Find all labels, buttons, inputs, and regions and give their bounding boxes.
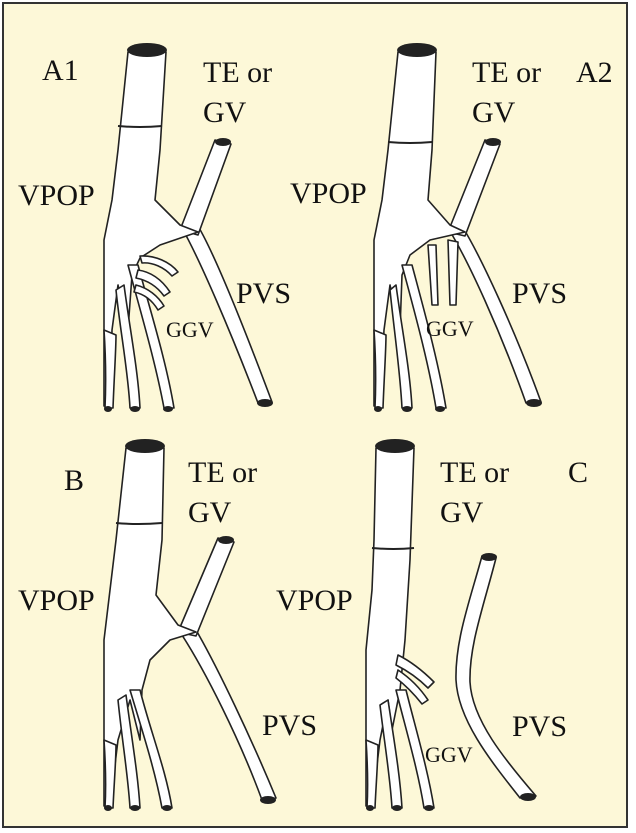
a2-ggv-branch-2 <box>448 240 458 305</box>
a2-te-label: TE or <box>472 56 541 89</box>
c-vpop-label: VPOP <box>276 584 353 617</box>
c-end-pvs <box>520 793 536 801</box>
c-end-2 <box>392 805 402 811</box>
a1-te-gv-vein <box>180 140 231 235</box>
a1-panel-label: A1 <box>42 54 79 87</box>
b-branch-1 <box>104 740 116 808</box>
c-pvs-label: PVS <box>512 710 567 743</box>
c-gv-label: GV <box>440 496 484 529</box>
c-branch-2 <box>380 700 402 808</box>
b-gv-label: GV <box>188 496 232 529</box>
c-pvs-top-cap <box>481 553 497 561</box>
panel-b <box>104 439 276 811</box>
c-top-cap <box>375 439 415 453</box>
a1-end-1 <box>104 406 112 412</box>
a2-gv-label: GV <box>472 96 516 129</box>
a1-pvs-label: PVS <box>236 277 291 310</box>
a2-end-2 <box>402 406 412 412</box>
a1-trunk-ring <box>118 126 162 127</box>
a2-te-gv-vein <box>448 140 500 236</box>
a2-ggv-branch-1 <box>428 245 438 305</box>
c-ggv-label: GGV <box>425 742 473 767</box>
a2-end-3 <box>435 406 445 412</box>
a1-te-cap <box>215 138 231 146</box>
panel-a1 <box>104 43 273 412</box>
a2-pvs-vein <box>448 226 541 403</box>
c-panel-label: C <box>568 456 588 489</box>
a2-te-cap <box>485 138 501 146</box>
a2-vpop-label: VPOP <box>290 177 367 210</box>
b-te-label: TE or <box>188 456 257 489</box>
b-te-gv-vein <box>178 538 234 636</box>
a1-end-2 <box>130 406 140 412</box>
a2-pvs-label: PVS <box>512 277 567 310</box>
a1-end-3 <box>163 406 173 412</box>
c-branch-1 <box>366 740 378 808</box>
a2-top-cap <box>397 43 437 57</box>
a2-panel-label: A2 <box>576 56 613 89</box>
b-pvs-label: PVS <box>262 709 317 742</box>
b-end-pvs <box>260 796 276 804</box>
c-end-3 <box>424 805 434 811</box>
a2-ggv-label: GGV <box>426 316 474 341</box>
c-end-1 <box>366 805 374 811</box>
a2-end-1 <box>374 406 382 412</box>
b-trunk-ring <box>116 523 162 524</box>
a1-gv-label: GV <box>203 96 247 129</box>
c-te-label: TE or <box>440 456 509 489</box>
a1-te-label: TE or <box>203 56 272 89</box>
a2-main-trunk <box>374 52 465 406</box>
b-panel-label: B <box>64 464 84 497</box>
panel-a2 <box>374 43 542 412</box>
b-te-cap <box>218 536 234 544</box>
a1-vpop-label: VPOP <box>18 179 95 212</box>
a2-end-pvs <box>526 399 542 407</box>
b-vpop-label: VPOP <box>18 584 95 617</box>
a1-branch-1 <box>104 330 116 408</box>
a2-trunk-ring <box>388 142 432 143</box>
b-top-cap <box>125 439 165 453</box>
a1-top-cap <box>127 43 167 57</box>
a1-pvs-vein <box>182 226 272 403</box>
b-end-2 <box>130 805 140 811</box>
a2-branch-1 <box>374 330 386 408</box>
b-end-3 <box>162 805 172 811</box>
b-end-1 <box>104 805 112 811</box>
a1-end-pvs <box>257 399 273 407</box>
a1-ggv-label: GGV <box>166 317 214 342</box>
c-trunk-ring <box>372 548 414 549</box>
